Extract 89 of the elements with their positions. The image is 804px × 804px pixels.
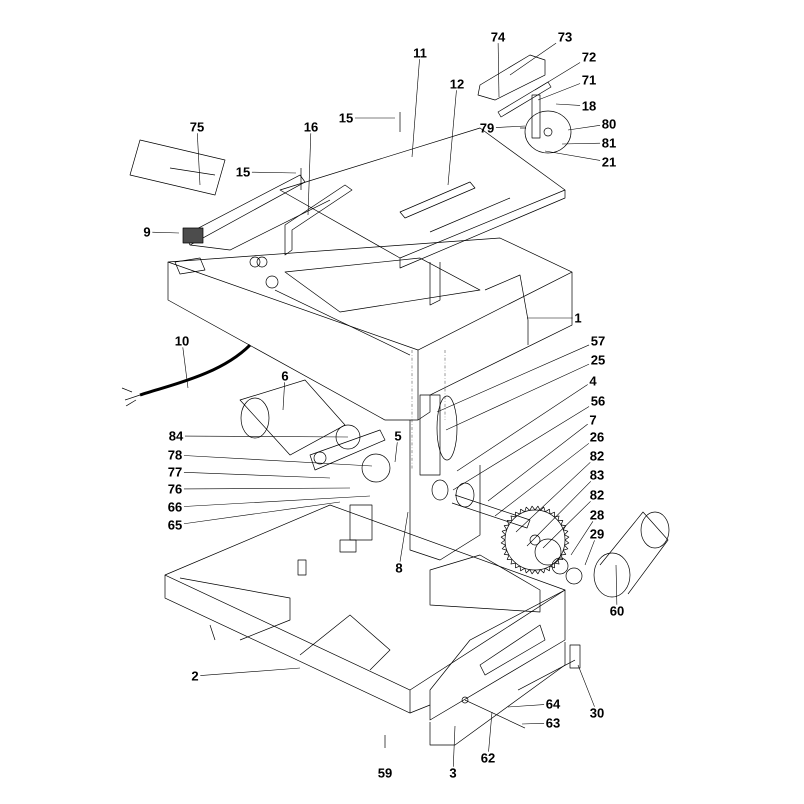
callout-number: 82 [590, 490, 604, 500]
callout-number: 66 [168, 502, 182, 512]
leader-line [510, 42, 556, 76]
leader-line [488, 712, 492, 752]
callout-number: 75 [190, 122, 204, 132]
callout-number: 65 [168, 520, 182, 530]
leader-line [184, 436, 348, 438]
callout-number: 56 [591, 396, 605, 406]
callout-number: 81 [602, 138, 616, 148]
leader-line [488, 424, 588, 502]
leader-line [538, 83, 580, 100]
leader-line [308, 133, 312, 216]
callout-number: 7 [590, 416, 596, 424]
leader-line [446, 364, 590, 430]
callout-number: 80 [602, 119, 616, 129]
callout-number: 30 [590, 708, 604, 718]
callout-number: 6 [282, 371, 288, 381]
leader-line [568, 125, 600, 130]
leader-line [584, 540, 595, 566]
callout-number: 21 [602, 157, 616, 167]
leader-line [184, 502, 340, 524]
callout-number: 25 [591, 355, 605, 365]
callout-number: 77 [168, 468, 182, 476]
callout-number: 26 [590, 432, 604, 442]
leader-line [616, 564, 618, 605]
leader-line [562, 142, 600, 144]
leader-line [508, 704, 544, 708]
callout-number: 10 [176, 336, 189, 346]
callout-number: 64 [546, 699, 560, 709]
leader-line [252, 172, 296, 174]
leader-line [184, 496, 370, 507]
callout-number: 1 [575, 314, 582, 322]
callout-number: 16 [304, 122, 318, 132]
callout-number: 28 [590, 510, 604, 520]
callout-number: 9 [144, 227, 150, 237]
callout-number: 11 [414, 48, 427, 58]
callout-number: 83 [590, 470, 604, 480]
callout-number: 59 [378, 768, 392, 778]
callout-number: 57 [591, 336, 605, 346]
callout-number: 84 [169, 431, 184, 441]
leader-line [412, 58, 420, 158]
leader-line [456, 384, 588, 472]
leader-line [452, 406, 590, 490]
leader-line [556, 104, 580, 106]
leader-line [534, 62, 580, 90]
leader-line [152, 232, 180, 234]
leader-line [394, 442, 398, 462]
leader-line [197, 132, 200, 186]
callout-number: 63 [546, 718, 560, 728]
leader-line [496, 126, 526, 128]
leader-line [578, 664, 595, 707]
leader-line [184, 472, 330, 478]
leader-line [526, 481, 592, 546]
callout-number: 3 [450, 768, 456, 778]
callout-number: 60 [610, 606, 624, 616]
leader-line [184, 488, 350, 490]
callout-number: 15 [236, 167, 250, 177]
leader-line [436, 344, 590, 412]
callout-number: 4 [590, 376, 597, 386]
callout-number: 73 [558, 32, 572, 42]
callout-number: 5 [394, 431, 402, 441]
leader-line [498, 42, 500, 98]
leader-line [544, 150, 600, 161]
callout-number: 71 [582, 76, 596, 84]
leader-line [542, 501, 591, 548]
leader-line [282, 382, 285, 410]
leader-line [182, 347, 188, 388]
callout-number: 82 [590, 451, 604, 461]
callout-number: 76 [168, 484, 182, 494]
callout-number: 2 [192, 671, 198, 681]
leader-line [200, 668, 300, 676]
callout-number: 18 [582, 101, 596, 111]
leader-line [448, 90, 457, 186]
callout-number: 72 [582, 52, 596, 62]
leader-line [400, 512, 408, 562]
leader-line [570, 521, 594, 556]
leader-line [516, 462, 591, 532]
callout-number: 12 [450, 79, 464, 89]
callout-number: 62 [481, 753, 495, 763]
leader-line [452, 726, 456, 767]
leader-line [184, 455, 372, 466]
leader-line [494, 443, 590, 516]
leader-line [522, 723, 544, 724]
callout-number: 8 [396, 563, 402, 573]
callout-number: 15 [340, 113, 353, 123]
callout-number: 74 [491, 32, 506, 42]
callout-number: 79 [480, 123, 494, 133]
callout-number: 29 [590, 529, 604, 539]
callout-number: 78 [168, 450, 182, 460]
